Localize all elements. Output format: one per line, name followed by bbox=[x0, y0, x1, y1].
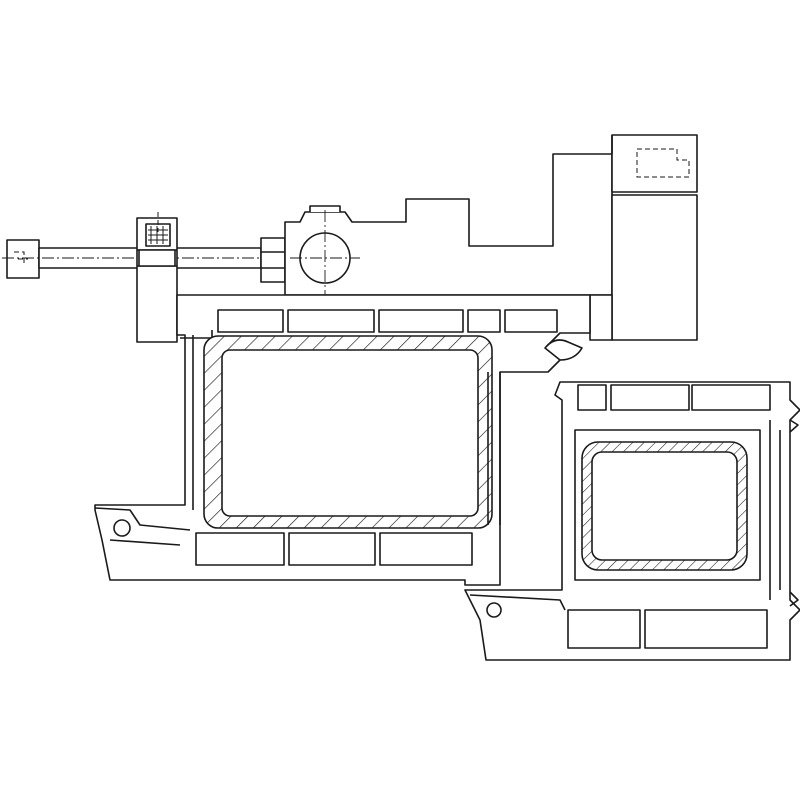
gasket-top bbox=[544, 339, 583, 361]
upper-block-groove bbox=[636, 148, 690, 178]
sash-profile-right bbox=[464, 381, 800, 661]
frame-profile-left bbox=[94, 294, 591, 586]
knob-cap bbox=[309, 205, 341, 212]
screw-head-socket bbox=[14, 251, 28, 266]
cavity-right bbox=[591, 451, 738, 561]
screw-head bbox=[6, 239, 40, 279]
hinge-bracket bbox=[284, 134, 698, 341]
cavity-left bbox=[221, 349, 479, 517]
upper-block bbox=[611, 134, 698, 193]
hex-nut bbox=[260, 237, 286, 283]
clamp-rod-assembly bbox=[2, 212, 360, 343]
lower-block bbox=[611, 194, 698, 341]
lower-foot bbox=[589, 294, 613, 341]
bracket-body bbox=[284, 153, 613, 296]
